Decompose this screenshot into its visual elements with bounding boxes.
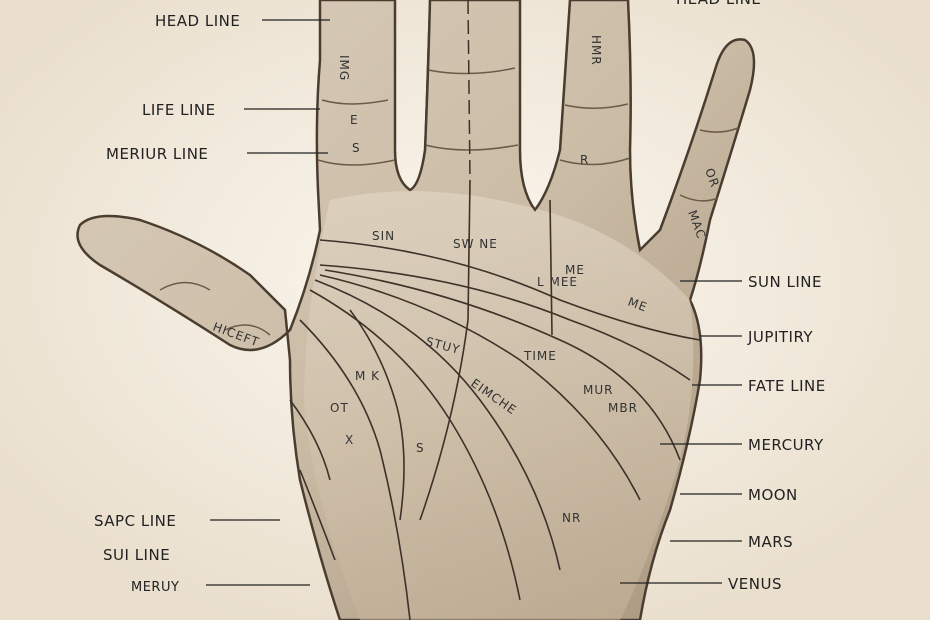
label-meriur-line: MERIUR LINE xyxy=(106,145,208,163)
label-jupitiry: JUPITIRY xyxy=(747,328,813,346)
palm-text-swne: SW NE xyxy=(453,237,498,251)
leaders-left xyxy=(206,19,330,586)
label-sun-line: SUN LINE xyxy=(748,273,822,291)
fate-line xyxy=(419,179,471,521)
palm-text-time: TIME xyxy=(523,349,557,363)
label-moon: MOON xyxy=(748,486,798,504)
palm-text-f1: IMG xyxy=(337,55,351,81)
sun-line-mark xyxy=(549,199,553,336)
label-fate-line: FATE LINE xyxy=(748,377,826,395)
palm-text-mbr: MBR xyxy=(608,401,638,415)
finger-creases xyxy=(159,67,739,336)
palm-text-mk: M K xyxy=(355,369,380,383)
fate-line-dashes xyxy=(467,0,471,181)
palm-text-xx: X xyxy=(345,433,354,447)
label-mars: MARS xyxy=(748,533,793,551)
label-sapc-line: SAPC LINE xyxy=(94,512,176,530)
palm-text-me: ME xyxy=(565,263,585,277)
palm-text-dot: OT xyxy=(330,401,349,415)
life-line-curve xyxy=(299,319,411,620)
palm-text-sin: SIN xyxy=(372,229,395,243)
palm-text-f4: HMR xyxy=(589,35,603,66)
palm-text-f2: E xyxy=(350,113,359,127)
label-sui-line: SUI LINE xyxy=(103,546,170,564)
palm-text-f3: S xyxy=(352,141,361,155)
finger-gaps xyxy=(394,0,641,251)
label-life-line: LIFE LINE xyxy=(142,101,216,119)
label-mercury: MERCURY xyxy=(748,436,824,454)
label-head-line-right: HEAD LINE xyxy=(676,0,761,8)
heart-line xyxy=(319,239,701,341)
palm-text-me2: ME xyxy=(626,295,650,315)
palm-text-s: S xyxy=(416,441,425,455)
label-venus: VENUS xyxy=(728,575,782,593)
label-head-line-left: HEAD LINE xyxy=(155,12,240,30)
palm-text-nr: NR xyxy=(562,511,581,525)
head-line-curve xyxy=(319,264,691,381)
label-meruy: MERUY xyxy=(131,580,179,595)
palm-text-mur: MUR xyxy=(583,383,613,397)
palm-text-f5: R xyxy=(580,153,589,167)
leaders-right xyxy=(620,280,742,584)
palm-text-lmee: L MEE xyxy=(537,275,578,289)
palm-lines xyxy=(289,179,701,620)
palm-text-f6: OR xyxy=(702,166,722,189)
